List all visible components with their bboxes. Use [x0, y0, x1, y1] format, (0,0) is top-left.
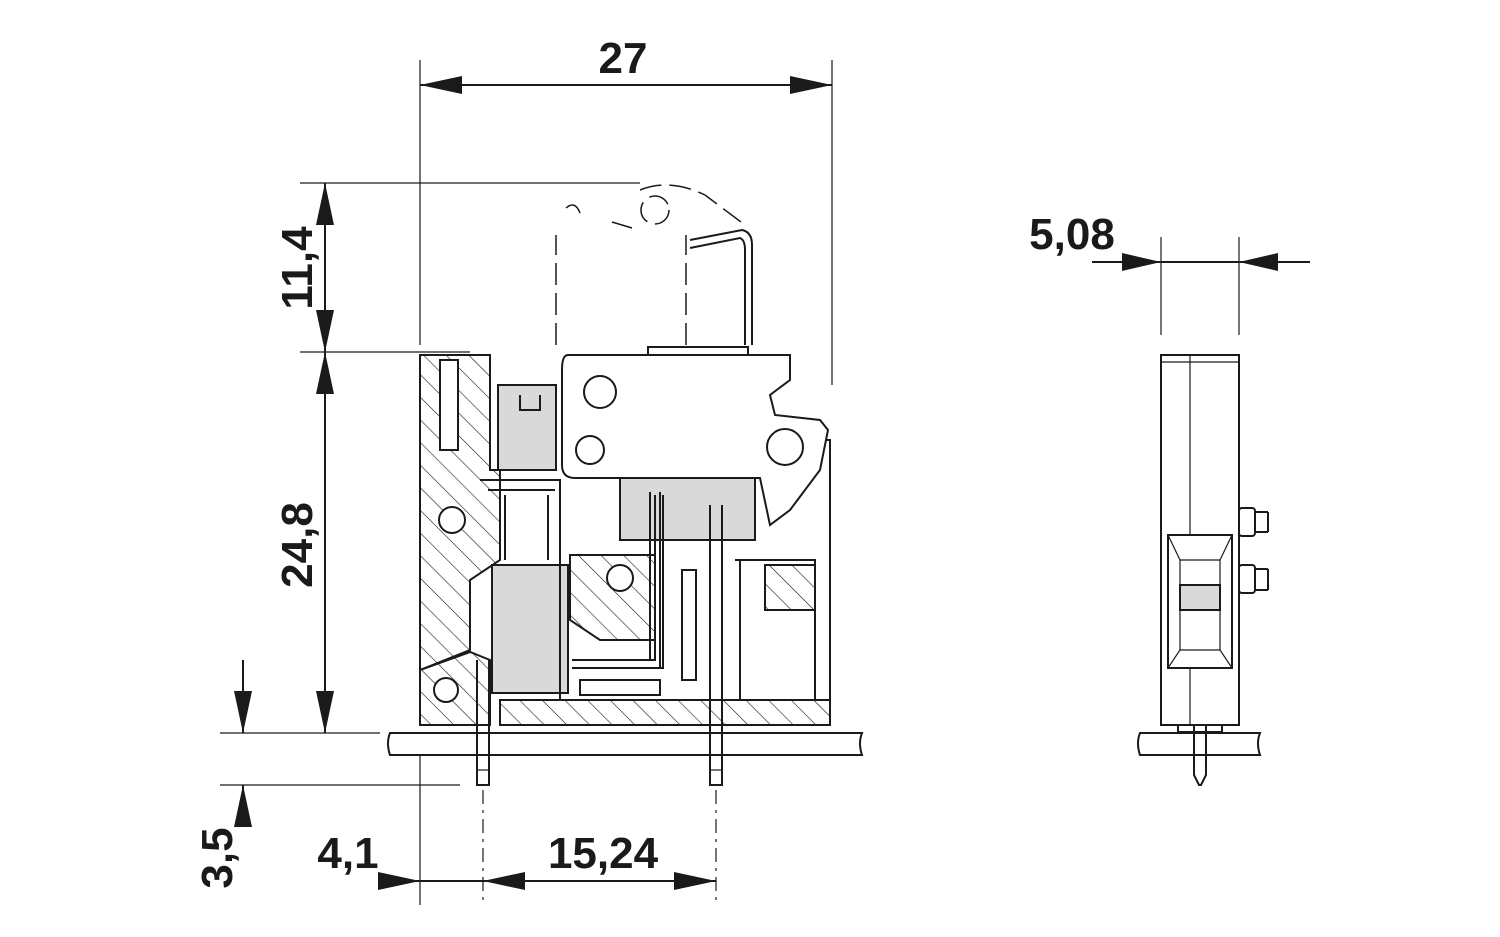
- clamp-spring: [480, 384, 756, 700]
- side-clamp-marker: [1179, 584, 1221, 611]
- dim-label-height-body: 24,8: [273, 502, 322, 588]
- side-peg: [1238, 564, 1256, 594]
- housing: [419, 354, 831, 726]
- housing-hole-icon: [433, 677, 459, 703]
- dimension-width-total: 27: [420, 34, 832, 94]
- dimension-height-upper: 11,4: [273, 183, 334, 352]
- pcb-board: [387, 732, 864, 756]
- dimension-height-body: 24,8: [273, 352, 334, 733]
- lever-hole-icon: [583, 375, 617, 409]
- dimension-pin-length: 3,5: [193, 660, 252, 889]
- dimension-side-width: 5,08: [1029, 210, 1310, 335]
- dim-label-pin-pitch: 15,24: [548, 829, 659, 878]
- dim-label-side-width: 5,08: [1029, 210, 1115, 259]
- housing-hole-icon: [606, 564, 634, 592]
- front-view: 27 11,4 24,8 3,5 4,1: [193, 34, 864, 905]
- dim-label-pin-offset: 4,1: [317, 829, 378, 878]
- side-peg: [1238, 507, 1256, 537]
- lever-hole-icon: [575, 435, 605, 465]
- dim-label-height-upper: 11,4: [273, 226, 322, 310]
- extension-lines: [220, 60, 833, 905]
- lever-pivot-icon: [766, 428, 804, 466]
- dimension-pin-pitch: 15,24: [483, 829, 716, 890]
- housing-hole-icon: [438, 506, 466, 534]
- lever-open-outline: [555, 184, 753, 345]
- actuator-lever: [561, 346, 830, 527]
- solder-pins: [476, 492, 723, 786]
- side-pcb-board: [1137, 732, 1262, 756]
- dim-label-pin-length: 3,5: [193, 827, 242, 888]
- side-view: 5,08: [1029, 210, 1310, 786]
- dim-label-width: 27: [599, 34, 648, 83]
